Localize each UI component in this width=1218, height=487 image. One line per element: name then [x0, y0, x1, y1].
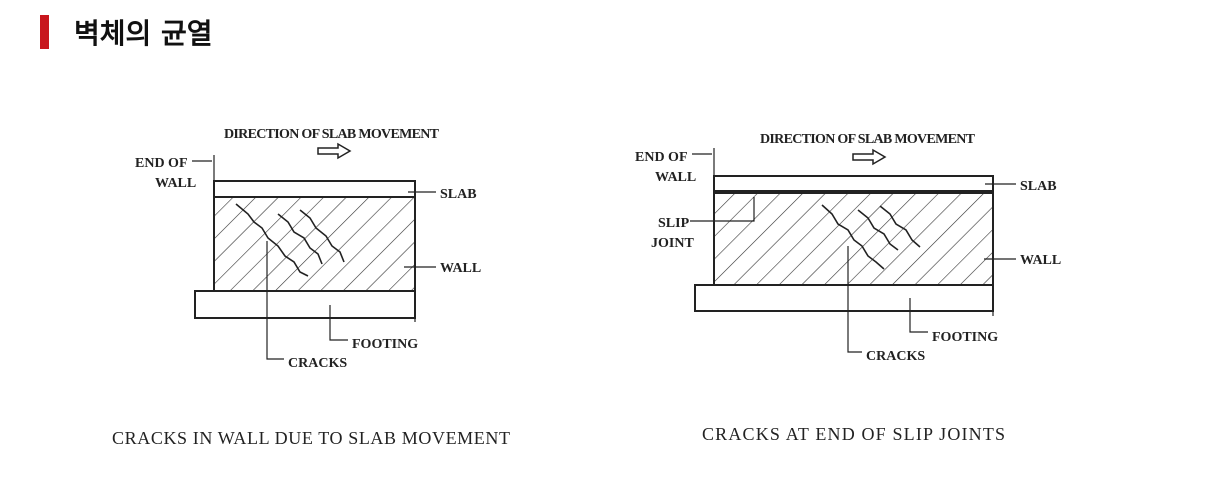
left-direction-arrow-icon — [317, 143, 351, 159]
right-direction-arrow-icon — [852, 149, 886, 165]
right-footing-label: FOOTING — [932, 330, 998, 345]
left-slab-label: SLAB — [440, 187, 477, 202]
right-footing — [694, 284, 994, 312]
left-footing-label: FOOTING — [352, 337, 418, 352]
left-cracks-label: CRACKS — [288, 356, 347, 371]
left-footing — [194, 290, 416, 319]
left-figure: DIRECTION OF SLAB MOVEMENT END OF WALL S… — [112, 127, 510, 448]
left-wall-label: WALL — [440, 261, 481, 276]
left-end-of-label: END OF — [135, 156, 188, 171]
right-caption: CRACKS AT END OF SLIP JOINTS — [702, 424, 1005, 444]
left-end-wall-label: WALL — [155, 176, 196, 191]
page-title: 벽체의 균열 — [74, 17, 213, 50]
right-direction-label: DIRECTION OF SLAB MOVEMENT — [760, 132, 976, 147]
right-slab — [713, 175, 994, 192]
right-slab-label: SLAB — [1020, 179, 1057, 194]
right-wall-label: WALL — [1020, 253, 1061, 268]
left-slab — [213, 180, 416, 198]
right-figure: DIRECTION OF SLAB MOVEMENT END OF WALL S… — [635, 132, 1061, 444]
left-caption: CRACKS IN WALL DUE TO SLAB MOVEMENT — [112, 428, 510, 448]
right-cracks-label: CRACKS — [866, 349, 925, 364]
right-slip-label: SLIP — [658, 216, 690, 231]
right-end-wall-label: WALL — [655, 170, 696, 185]
title-accent-bar — [40, 15, 49, 49]
right-joint-label: JOINT — [651, 236, 694, 251]
left-direction-label: DIRECTION OF SLAB MOVEMENT — [224, 127, 440, 142]
right-end-of-label: END OF — [635, 150, 688, 165]
